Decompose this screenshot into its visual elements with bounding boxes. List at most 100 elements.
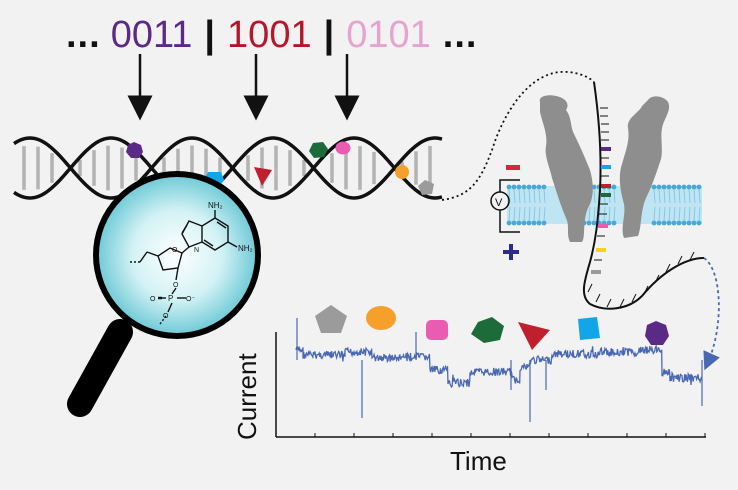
- lipid-tail: [658, 206, 661, 222]
- lipid-head: [686, 184, 692, 190]
- phosphate-o-lower-label: O: [163, 313, 169, 320]
- lipid-head: [681, 220, 687, 226]
- ssdna-tick: [654, 274, 660, 284]
- dna-tag-hexagon-icon: [309, 142, 328, 158]
- lipid-head: [506, 220, 512, 226]
- current-trace-plot: [275, 305, 706, 438]
- lipid-head: [511, 220, 517, 226]
- lipid-tail: [663, 206, 666, 222]
- code-word-2: 1001: [227, 14, 312, 56]
- dna-tag-ellipse-icon: [395, 165, 409, 179]
- lipid-head: [536, 220, 542, 226]
- lipid-head: [516, 184, 522, 190]
- lipid-tail: [543, 206, 546, 222]
- ssdna-tick: [689, 251, 695, 261]
- lipid-tail: [613, 188, 616, 204]
- lipid-head: [696, 220, 702, 226]
- dna-tag-rounded-square-icon: [335, 141, 351, 155]
- lipid-head: [526, 184, 532, 190]
- binary-code-row: ... 0011 | 1001 | 0101 ...: [66, 14, 477, 60]
- lipid-head: [656, 220, 662, 226]
- adenosine-labels: NH₂ NH₂ N O O P O O⁻ O: [150, 201, 253, 320]
- lipid-tail: [688, 188, 691, 204]
- lipid-tail: [533, 188, 536, 204]
- lipid-tail: [523, 188, 526, 204]
- code-separator-1: |: [204, 14, 216, 56]
- lipid-tail: [653, 188, 656, 204]
- nanopore-right-lobe: [619, 96, 670, 238]
- lipid-tail: [608, 206, 611, 222]
- lipid-tail: [543, 188, 546, 204]
- trace-tag-heptagon-icon: [645, 321, 669, 345]
- x-axis-ticks: [275, 433, 706, 437]
- nanopore-left-lobe: [539, 95, 593, 242]
- lipid-tail: [693, 188, 696, 204]
- dna-strand-a: [13, 136, 443, 200]
- x-axis-label: Time: [450, 446, 507, 476]
- dna-to-pore-dotted-link: [441, 70, 595, 201]
- lipid-head: [661, 184, 667, 190]
- lipid-tail: [538, 206, 541, 222]
- current-signal: [295, 343, 703, 389]
- lipid-head: [666, 184, 672, 190]
- ssdna-tick: [587, 283, 593, 293]
- dna-tag-pentagon-icon: [418, 180, 434, 195]
- phosphate-o-minus-label: O⁻: [186, 296, 195, 303]
- leading-ellipsis: ...: [66, 14, 101, 56]
- lipid-tail: [678, 206, 681, 222]
- ssdna-tick: [665, 263, 671, 273]
- code-separator-2: |: [323, 14, 335, 56]
- lipid-head: [671, 184, 677, 190]
- dna-tag-heptagon-icon: [126, 142, 143, 158]
- code-word-3: 0101: [346, 14, 431, 56]
- lipid-tail: [593, 206, 596, 222]
- lipid-head: [676, 220, 682, 226]
- ssdna-tick: [643, 285, 649, 295]
- lipid-head: [506, 184, 512, 190]
- lipid-tail: [613, 206, 616, 222]
- down-arrows: [127, 54, 360, 121]
- lipid-tail: [513, 206, 516, 222]
- lipid-tail: [688, 206, 691, 222]
- ssdna-tick: [595, 293, 601, 303]
- plus-electrode-icon: [503, 244, 519, 260]
- ester-oxygen-label: O: [173, 282, 179, 289]
- lipid-head: [531, 184, 537, 190]
- voltmeter-icon: [490, 191, 510, 211]
- lipid-head: [611, 220, 617, 226]
- lipid-tail: [658, 188, 661, 204]
- ssdna-tick: [619, 298, 625, 308]
- lipid-head: [541, 220, 547, 226]
- lipid-membrane: [506, 184, 702, 226]
- ssdna-tick: [631, 293, 637, 303]
- ssdna-tick: [677, 255, 683, 265]
- dna-double-helix: [13, 136, 443, 200]
- dna-tag-triangle-icon: [254, 167, 272, 186]
- lipid-tail: [513, 188, 516, 204]
- trace-tag-rounded-square-icon: [426, 320, 448, 340]
- ssdna-tick: [606, 298, 612, 308]
- lipid-head: [531, 220, 537, 226]
- code-word-1: 0011: [110, 14, 193, 56]
- lipid-tail: [518, 188, 521, 204]
- trailing-ellipsis: ...: [442, 14, 478, 56]
- lipid-tail: [508, 206, 511, 222]
- lipid-head: [541, 184, 547, 190]
- ring-nitrogen-label: N: [194, 247, 199, 254]
- lipid-tail: [693, 206, 696, 222]
- lipid-head: [696, 184, 702, 190]
- trace-tag-hexagon-icon: [471, 317, 504, 343]
- lipid-tail: [533, 206, 536, 222]
- lipid-tail: [593, 188, 596, 204]
- lipid-tail: [653, 206, 656, 222]
- lipid-tail: [668, 206, 671, 222]
- trace-tag-triangle-icon: [518, 322, 550, 350]
- lipid-tail: [528, 206, 531, 222]
- lipid-head: [526, 220, 532, 226]
- lipid-head: [686, 220, 692, 226]
- lipid-head: [511, 184, 517, 190]
- lipid-head: [536, 184, 542, 190]
- voltmeter-label: V: [495, 197, 503, 209]
- lipid-head: [516, 220, 522, 226]
